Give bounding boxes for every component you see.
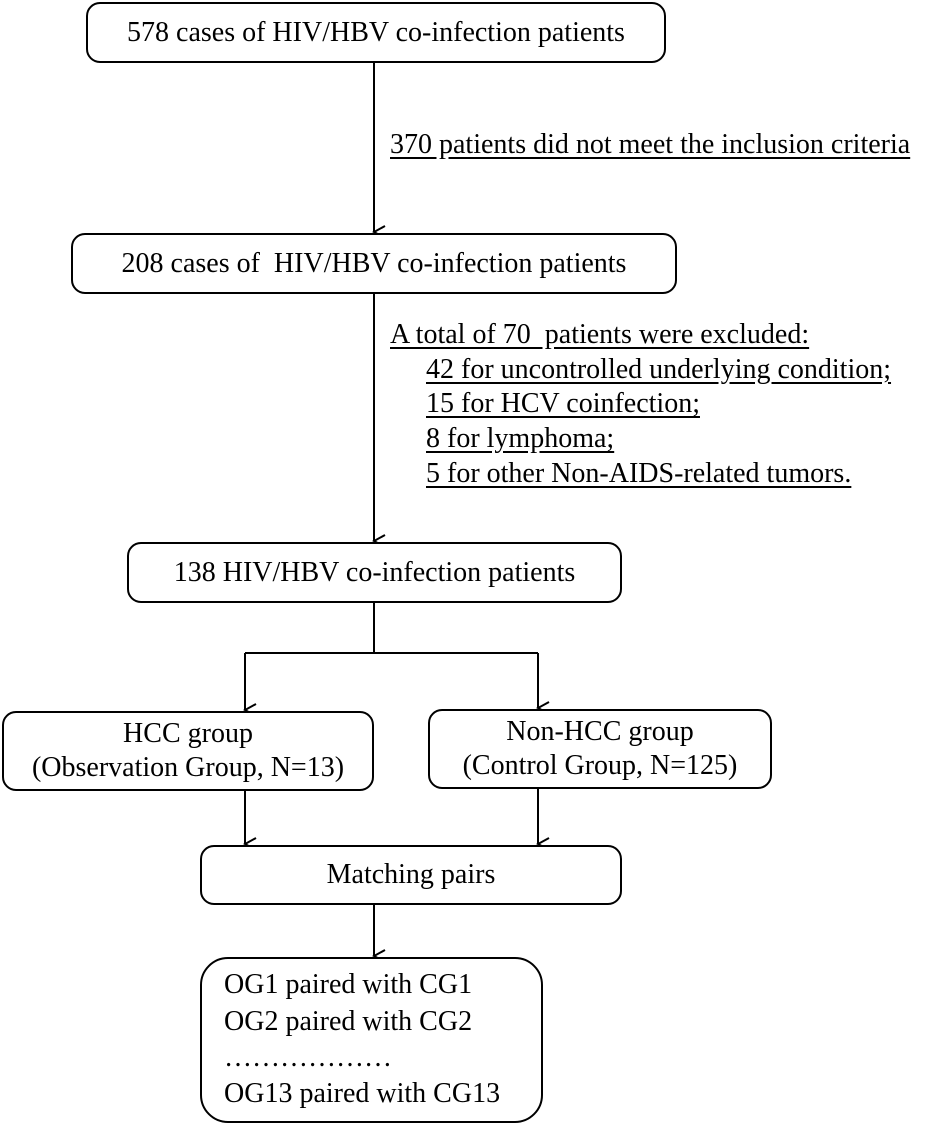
exclusion-item: 8 for lymphoma; [426, 423, 615, 455]
box-138-text: 138 HIV/HBV co-infection patients [173, 556, 576, 588]
box-paired-list: OG1 paired with CG1 OG2 paired with CG2 … [200, 957, 543, 1123]
note-inclusion-text: 370 patients did not meet the inclusion … [390, 129, 911, 160]
non-hcc-group-subtitle: (Control Group, N=125) [462, 750, 738, 781]
hcc-group-title: HCC group [123, 718, 253, 750]
pair-item: OG1 paired with CG1 [224, 969, 473, 1001]
non-hcc-group-title: Non-HCC group [506, 716, 694, 748]
box-578-text: 578 cases of HIV/HBV co-infection patien… [127, 16, 625, 48]
pair-ellipsis: ……………… [224, 1042, 392, 1073]
box-matching-pairs: Matching pairs [200, 845, 622, 905]
matching-pairs-text: Matching pairs [326, 859, 496, 891]
box-138-patients: 138 HIV/HBV co-infection patients [127, 542, 622, 603]
note-exclusions: A total of 70 patients were excluded: 42… [390, 318, 891, 492]
exclusion-item: 15 for HCV coinfection; [426, 388, 700, 420]
hcc-group-subtitle: (Observation Group, N=13) [31, 752, 345, 783]
exclusion-item: 5 for other Non-AIDS-related tumors. [426, 457, 852, 489]
exclusion-header: A total of 70 patients were excluded: [390, 319, 810, 350]
box-208-patients: 208 cases of HIV/HBV co-infection patien… [71, 233, 677, 294]
box-hcc-group: HCC group (Observation Group, N=13) [2, 711, 374, 791]
box-208-text: 208 cases of HIV/HBV co-infection patien… [121, 247, 627, 279]
pair-item: OG13 paired with CG13 [224, 1078, 501, 1110]
note-inclusion-criteria: 370 patients did not meet the inclusion … [390, 128, 910, 163]
box-578-patients: 578 cases of HIV/HBV co-infection patien… [86, 2, 666, 63]
box-non-hcc-group: Non-HCC group (Control Group, N=125) [428, 709, 772, 789]
exclusion-item: 42 for uncontrolled underlying condition… [426, 353, 892, 385]
pair-item: OG2 paired with CG2 [224, 1005, 473, 1037]
